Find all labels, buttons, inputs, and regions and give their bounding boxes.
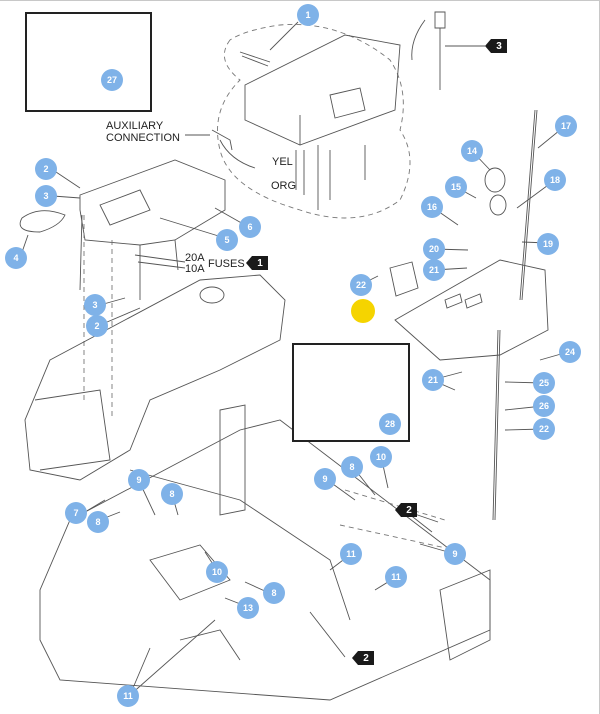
callout-24[interactable]: 24 <box>559 341 581 363</box>
callout-16[interactable]: 16 <box>421 196 443 218</box>
callout-22a[interactable]: 22 <box>350 274 372 296</box>
label-yel: YEL <box>272 156 293 168</box>
callout-3[interactable]: 3 <box>35 185 57 207</box>
callout-21b[interactable]: 21 <box>422 369 444 391</box>
flag-ref-2b[interactable]: 2 <box>352 651 374 665</box>
label-auxiliary: AUXILIARY <box>106 120 164 132</box>
callout-22b[interactable]: 22 <box>533 418 555 440</box>
callout-14[interactable]: 14 <box>461 140 483 162</box>
callout-19[interactable]: 19 <box>537 233 559 255</box>
flag-ref-3[interactable]: 3 <box>485 39 507 53</box>
callout-8c[interactable]: 8 <box>263 582 285 604</box>
callout-8b[interactable]: 8 <box>161 483 183 505</box>
flag-ref-2a[interactable]: 2 <box>395 503 417 517</box>
callout-17[interactable]: 17 <box>555 115 577 137</box>
callout-2b[interactable]: 2 <box>86 315 108 337</box>
callout-4[interactable]: 4 <box>5 247 27 269</box>
selection-hotspot[interactable] <box>351 299 375 323</box>
callout-18[interactable]: 18 <box>544 169 566 191</box>
callout-9a[interactable]: 9 <box>128 469 150 491</box>
label-fuses: FUSES <box>208 258 245 270</box>
callout-11b[interactable]: 11 <box>340 543 362 565</box>
callout-11a[interactable]: 11 <box>117 685 139 707</box>
callout-28[interactable]: 28 <box>379 413 401 435</box>
callout-26[interactable]: 26 <box>533 395 555 417</box>
callout-27[interactable]: 27 <box>101 69 123 91</box>
label-connection: CONNECTION <box>106 132 180 144</box>
callout-1[interactable]: 1 <box>297 4 319 26</box>
callout-21a[interactable]: 21 <box>423 259 445 281</box>
label-fuse-20a: 20A <box>185 252 205 264</box>
callout-10b[interactable]: 10 <box>370 446 392 468</box>
label-fuse-10a: 10A <box>185 263 205 275</box>
callout-2[interactable]: 2 <box>35 158 57 180</box>
callout-13[interactable]: 13 <box>237 597 259 619</box>
callout-5[interactable]: 5 <box>216 229 238 251</box>
label-org: ORG <box>271 180 297 192</box>
callout-15[interactable]: 15 <box>445 176 467 198</box>
callout-9b[interactable]: 9 <box>314 468 336 490</box>
border-top <box>0 0 600 1</box>
callout-20[interactable]: 20 <box>423 238 445 260</box>
callout-8a[interactable]: 8 <box>87 511 109 533</box>
callout-11c[interactable]: 11 <box>385 566 407 588</box>
callout-25[interactable]: 25 <box>533 372 555 394</box>
callout-3b[interactable]: 3 <box>84 294 106 316</box>
callout-8d[interactable]: 8 <box>341 456 363 478</box>
flag-ref-1[interactable]: 1 <box>246 256 268 270</box>
callout-6[interactable]: 6 <box>239 216 261 238</box>
callout-10a[interactable]: 10 <box>206 561 228 583</box>
callout-9c[interactable]: 9 <box>444 543 466 565</box>
inset-harness-27 <box>25 12 152 112</box>
callout-7[interactable]: 7 <box>65 502 87 524</box>
